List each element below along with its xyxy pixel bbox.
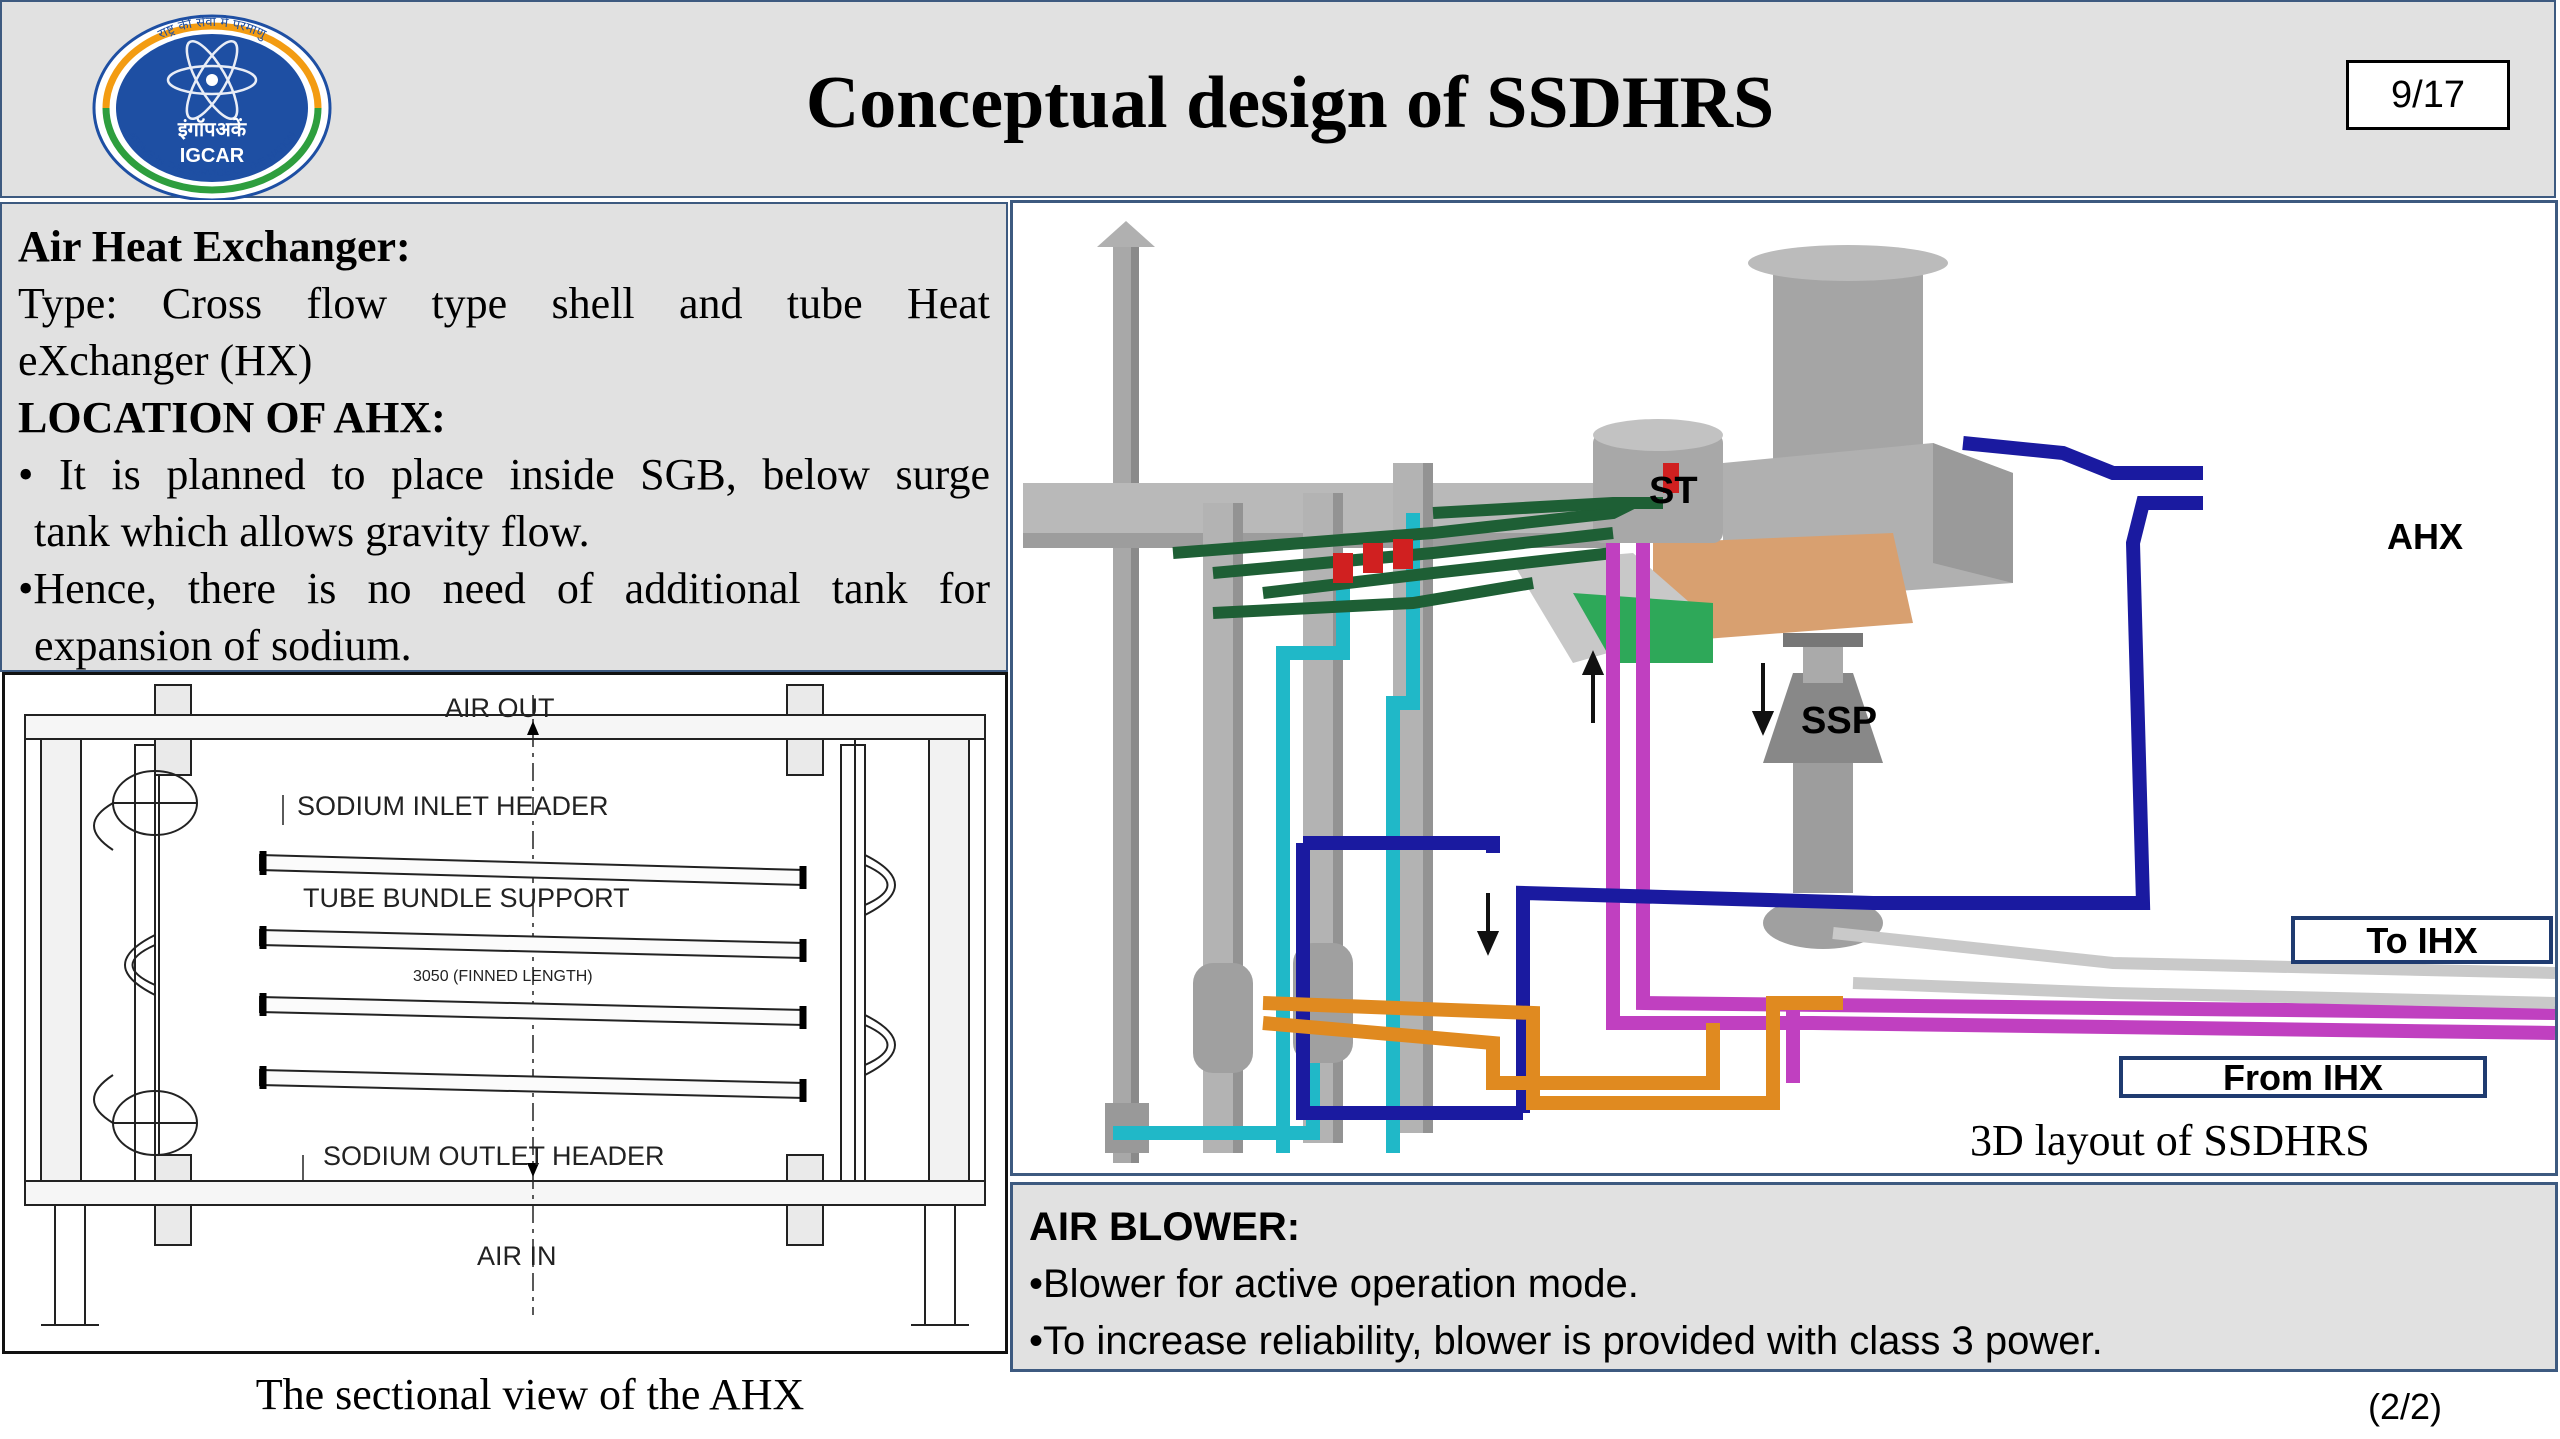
- ssdhrs-3d-diagram: ST AHX SSP: [1023, 221, 2555, 1163]
- ahx-heading: Air Heat Exchanger:: [18, 222, 411, 271]
- footer-page-indicator: (2/2): [2368, 1386, 2443, 1427]
- location-bullet2-line1: •Hence, there is no need of additional t…: [18, 564, 990, 613]
- logo-hindi-text: इंगॉपअकें: [177, 117, 248, 141]
- igcar-logo: इंगॉपअकें IGCAR राष्ट्र की सेवा में परमा…: [92, 14, 332, 200]
- air-blower-bullet2: •To increase reliability, blower is prov…: [1029, 1319, 2103, 1363]
- air-blower-heading: AIR BLOWER:: [1029, 1205, 1301, 1249]
- label-st: ST: [1649, 470, 1698, 512]
- slide-number: 9/17: [2346, 60, 2510, 130]
- air-blower-bullet1: •Blower for active operation mode.: [1029, 1262, 1639, 1306]
- ahx-type-line2: eXchanger (HX): [18, 336, 313, 385]
- logo-name-text: IGCAR: [180, 145, 245, 167]
- ahx-type-line1: Type: Cross flow type shell and tube Hea…: [18, 279, 990, 328]
- ssdhrs-3d-layout: ST AHX SSP To IHX From IHX: [1010, 200, 2558, 1176]
- label-air-out: AIR OUT: [445, 693, 555, 723]
- ahx-sectional-drawing: AIR OUT SODIUM INLET HEADER TUBE BUNDLE …: [2, 672, 1008, 1354]
- label-from-ihx: From IHX: [2119, 1056, 2487, 1098]
- label-ssp: SSP: [1801, 700, 1877, 742]
- location-heading: LOCATION OF AHX:: [18, 393, 446, 442]
- label-ahx: AHX: [2387, 516, 2463, 557]
- layout-caption: 3D layout of SSDHRS: [1970, 1116, 2370, 1165]
- ahx-drawing-caption: The sectional view of the AHX: [255, 1370, 805, 1419]
- label-air-in: AIR IN: [477, 1241, 557, 1271]
- location-bullet2-line2: expansion of sodium.: [34, 621, 412, 670]
- label-finned-length: 3050 (FINNED LENGTH): [413, 968, 593, 985]
- location-bullet1-line2: tank which allows gravity flow.: [34, 507, 590, 556]
- label-sodium-outlet-header: SODIUM OUTLET HEADER: [323, 1141, 665, 1171]
- slide-title: Conceptual design of SSDHRS: [805, 62, 1775, 144]
- air-blower-panel: AIR BLOWER: •Blower for active operation…: [1010, 1182, 2558, 1372]
- label-sodium-inlet-header: SODIUM INLET HEADER: [297, 791, 609, 821]
- location-bullet1-line1: • It is planned to place inside SGB, bel…: [18, 450, 990, 499]
- label-to-ihx: To IHX: [2291, 916, 2553, 964]
- ahx-description-panel: Air Heat Exchanger: Type: Cross flow typ…: [0, 202, 1008, 672]
- label-tube-bundle-support: TUBE BUNDLE SUPPORT: [303, 883, 630, 913]
- slide-header: [0, 0, 2556, 198]
